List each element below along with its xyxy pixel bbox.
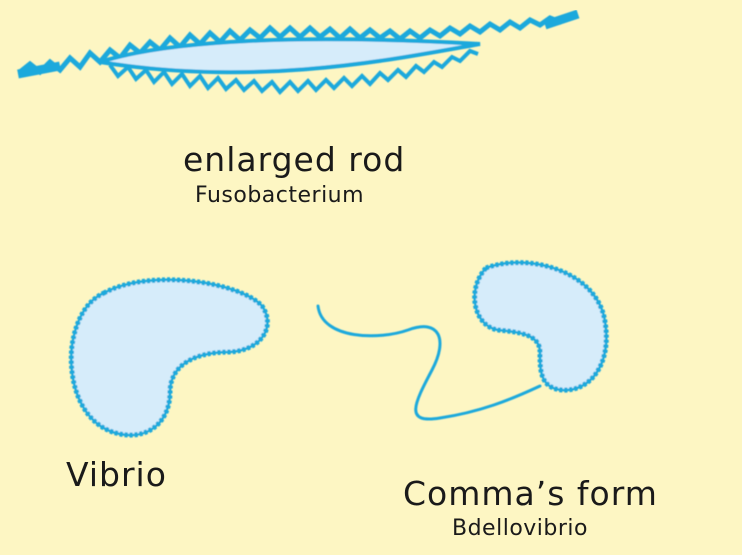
bdellovibrio-label: Bdellovibrio: [452, 516, 588, 541]
vibrio-cell-shape: [68, 277, 270, 438]
bdellovibrio-cell-shape: [316, 260, 609, 421]
vibrio-outline: [70, 278, 269, 437]
rod-body: [99, 37, 481, 75]
rod-start-tail: [17, 61, 61, 79]
fusobacterium-label: Fusobacterium: [195, 183, 365, 208]
enlarged-rod-label: enlarged rod: [183, 140, 406, 179]
bdellovibrio-outline: [473, 261, 608, 392]
vibrio-body: [68, 277, 270, 438]
rod-lower-spikes: [108, 48, 479, 95]
vibrio-label: Vibrio: [66, 455, 167, 494]
flagellum: [316, 304, 542, 421]
rod-end-tail: [543, 9, 580, 30]
comma-form-label: Comma’s form: [403, 474, 658, 513]
fusobacterium-rod-shape: [17, 9, 580, 95]
rod-spikes: [18, 11, 574, 76]
